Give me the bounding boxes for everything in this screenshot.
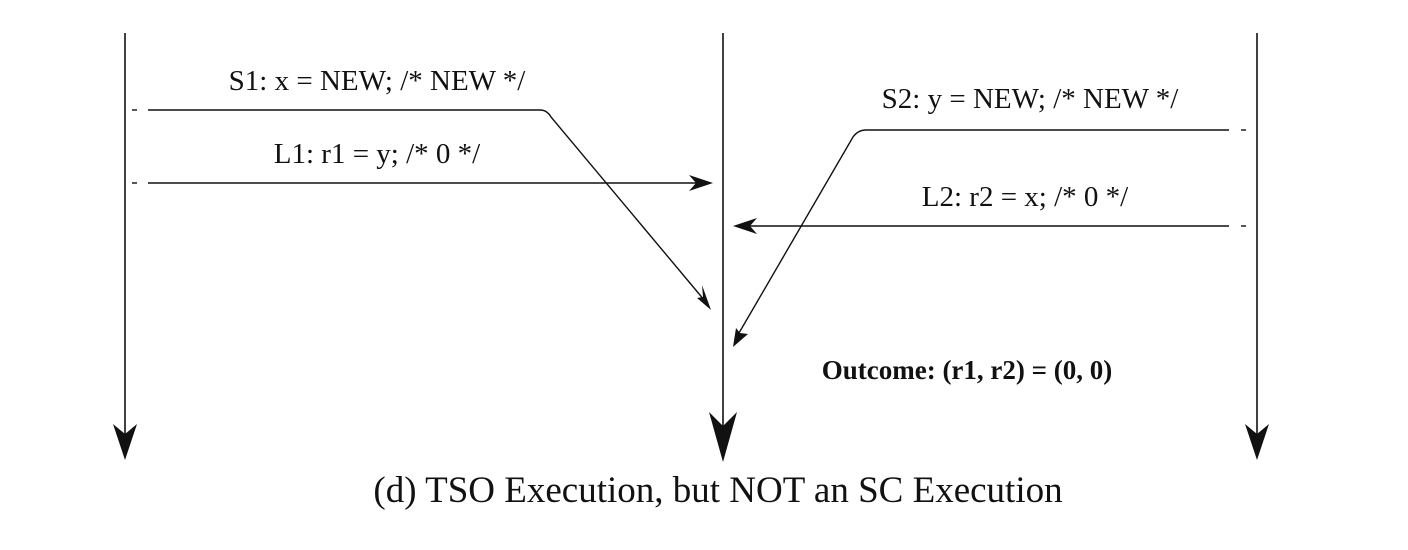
core2-timeline-arrowhead (1245, 424, 1269, 460)
s1-arrowhead (697, 285, 711, 310)
timelines (113, 33, 1269, 462)
l2-label: L2: r2 = x; /* 0 */ (922, 181, 1129, 213)
outcome-label: Outcome: (r1, r2) = (0, 0) (822, 355, 1113, 385)
figure-caption: (d) TSO Execution, but NOT an SC Executi… (373, 470, 1062, 511)
core1-timeline-arrowhead (113, 424, 137, 460)
s1-store-arrow (132, 109, 711, 310)
s2-arrowhead (733, 328, 748, 347)
l1-load-arrow (132, 175, 713, 191)
s1-path (148, 109, 706, 302)
s2-store-arrow (733, 129, 1246, 347)
memory-timeline-arrowhead (709, 412, 737, 462)
s2-path (738, 129, 1229, 334)
s2-label: S2: y = NEW; /* NEW */ (882, 83, 1180, 115)
l2-arrowhead (733, 218, 757, 234)
l1-arrowhead (689, 175, 713, 191)
l2-load-arrow (733, 218, 1246, 234)
s1-label: S1: x = NEW; /* NEW */ (229, 65, 527, 97)
l1-label: L1: r1 = y; /* 0 */ (274, 138, 481, 170)
